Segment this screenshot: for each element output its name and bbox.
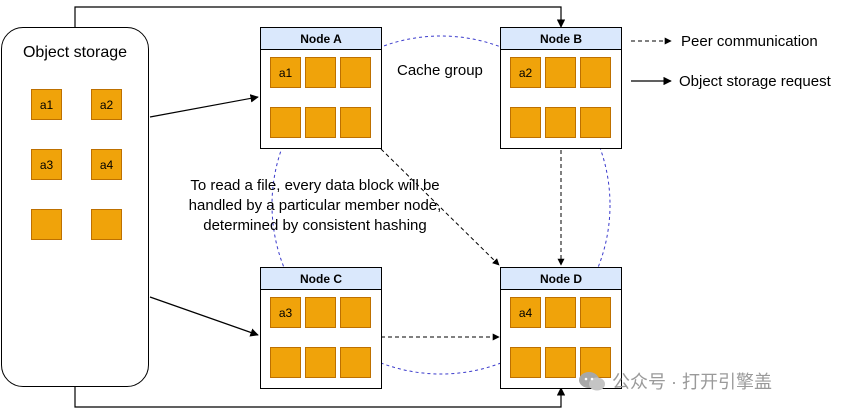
- storage-block-a2: a2: [91, 89, 122, 120]
- hashing-note: To read a file, every data block will be…: [170, 176, 460, 236]
- node-d-block: [545, 347, 576, 378]
- node-b-block: [510, 107, 541, 138]
- wechat-icon: [579, 372, 605, 391]
- node-c-block: [305, 347, 336, 378]
- node-c-block: [340, 297, 371, 328]
- node-b-block: [545, 107, 576, 138]
- node-a: Node A a1: [260, 27, 382, 149]
- node-b-block: [580, 107, 611, 138]
- node-c: Node C a3: [260, 267, 382, 389]
- node-a-title: Node A: [261, 28, 381, 50]
- storage-to-node-b-arrow: [74, 6, 566, 28]
- legend-peer: Peer communication: [681, 31, 818, 51]
- storage-to-node-d-arrow: [74, 387, 566, 408]
- hashing-note-line: handled by a particular member node,: [188, 197, 442, 214]
- node-c-title: Node C: [261, 268, 381, 290]
- node-b-block: [580, 57, 611, 88]
- cache-group-label: Cache group: [397, 62, 483, 79]
- storage-block-a1: a1: [31, 89, 62, 120]
- storage-block-empty: [91, 209, 122, 240]
- node-d-block: [580, 297, 611, 328]
- node-c-block: [305, 297, 336, 328]
- node-c-block: [270, 347, 301, 378]
- node-d-block: [545, 297, 576, 328]
- node-d: Node D a4: [500, 267, 622, 389]
- object-storage-title: Object storage: [22, 44, 128, 61]
- storage-block-a3: a3: [31, 149, 62, 180]
- node-a-block: [340, 57, 371, 88]
- node-c-block: [340, 347, 371, 378]
- legend-object-label: Object storage request: [679, 72, 831, 90]
- node-b-block-a2: a2: [510, 57, 541, 88]
- object-storage: Object storage a1 a2 a3 a4: [1, 27, 149, 387]
- node-a-block: [305, 107, 336, 138]
- node-b-block: [545, 57, 576, 88]
- node-c-block-a3: a3: [270, 297, 301, 328]
- storage-block-a4: a4: [91, 149, 122, 180]
- hashing-note-line: determined by consistent hashing: [203, 217, 427, 234]
- node-d-block-a4: a4: [510, 297, 541, 328]
- legend-object: Object storage request: [679, 71, 831, 91]
- storage-to-node-c-arrow: [149, 296, 259, 337]
- node-a-block: [305, 57, 336, 88]
- storage-block-empty: [31, 209, 62, 240]
- hashing-note-line: To read a file, every data block will be: [190, 177, 440, 194]
- legend-peer-label: Peer communication: [681, 32, 818, 50]
- node-b: Node B a2: [500, 27, 622, 149]
- node-b-title: Node B: [501, 28, 621, 50]
- node-d-title: Node D: [501, 268, 621, 290]
- node-a-block: [270, 107, 301, 138]
- watermark: 公众号 · 打开引擎盖: [578, 368, 772, 394]
- node-d-block: [510, 347, 541, 378]
- node-a-block: [340, 107, 371, 138]
- cache-group-circle: [271, 35, 611, 375]
- node-a-block-a1: a1: [270, 57, 301, 88]
- watermark-text: 公众号 · 打开引擎盖: [612, 372, 772, 392]
- storage-to-node-a-arrow: [149, 94, 259, 118]
